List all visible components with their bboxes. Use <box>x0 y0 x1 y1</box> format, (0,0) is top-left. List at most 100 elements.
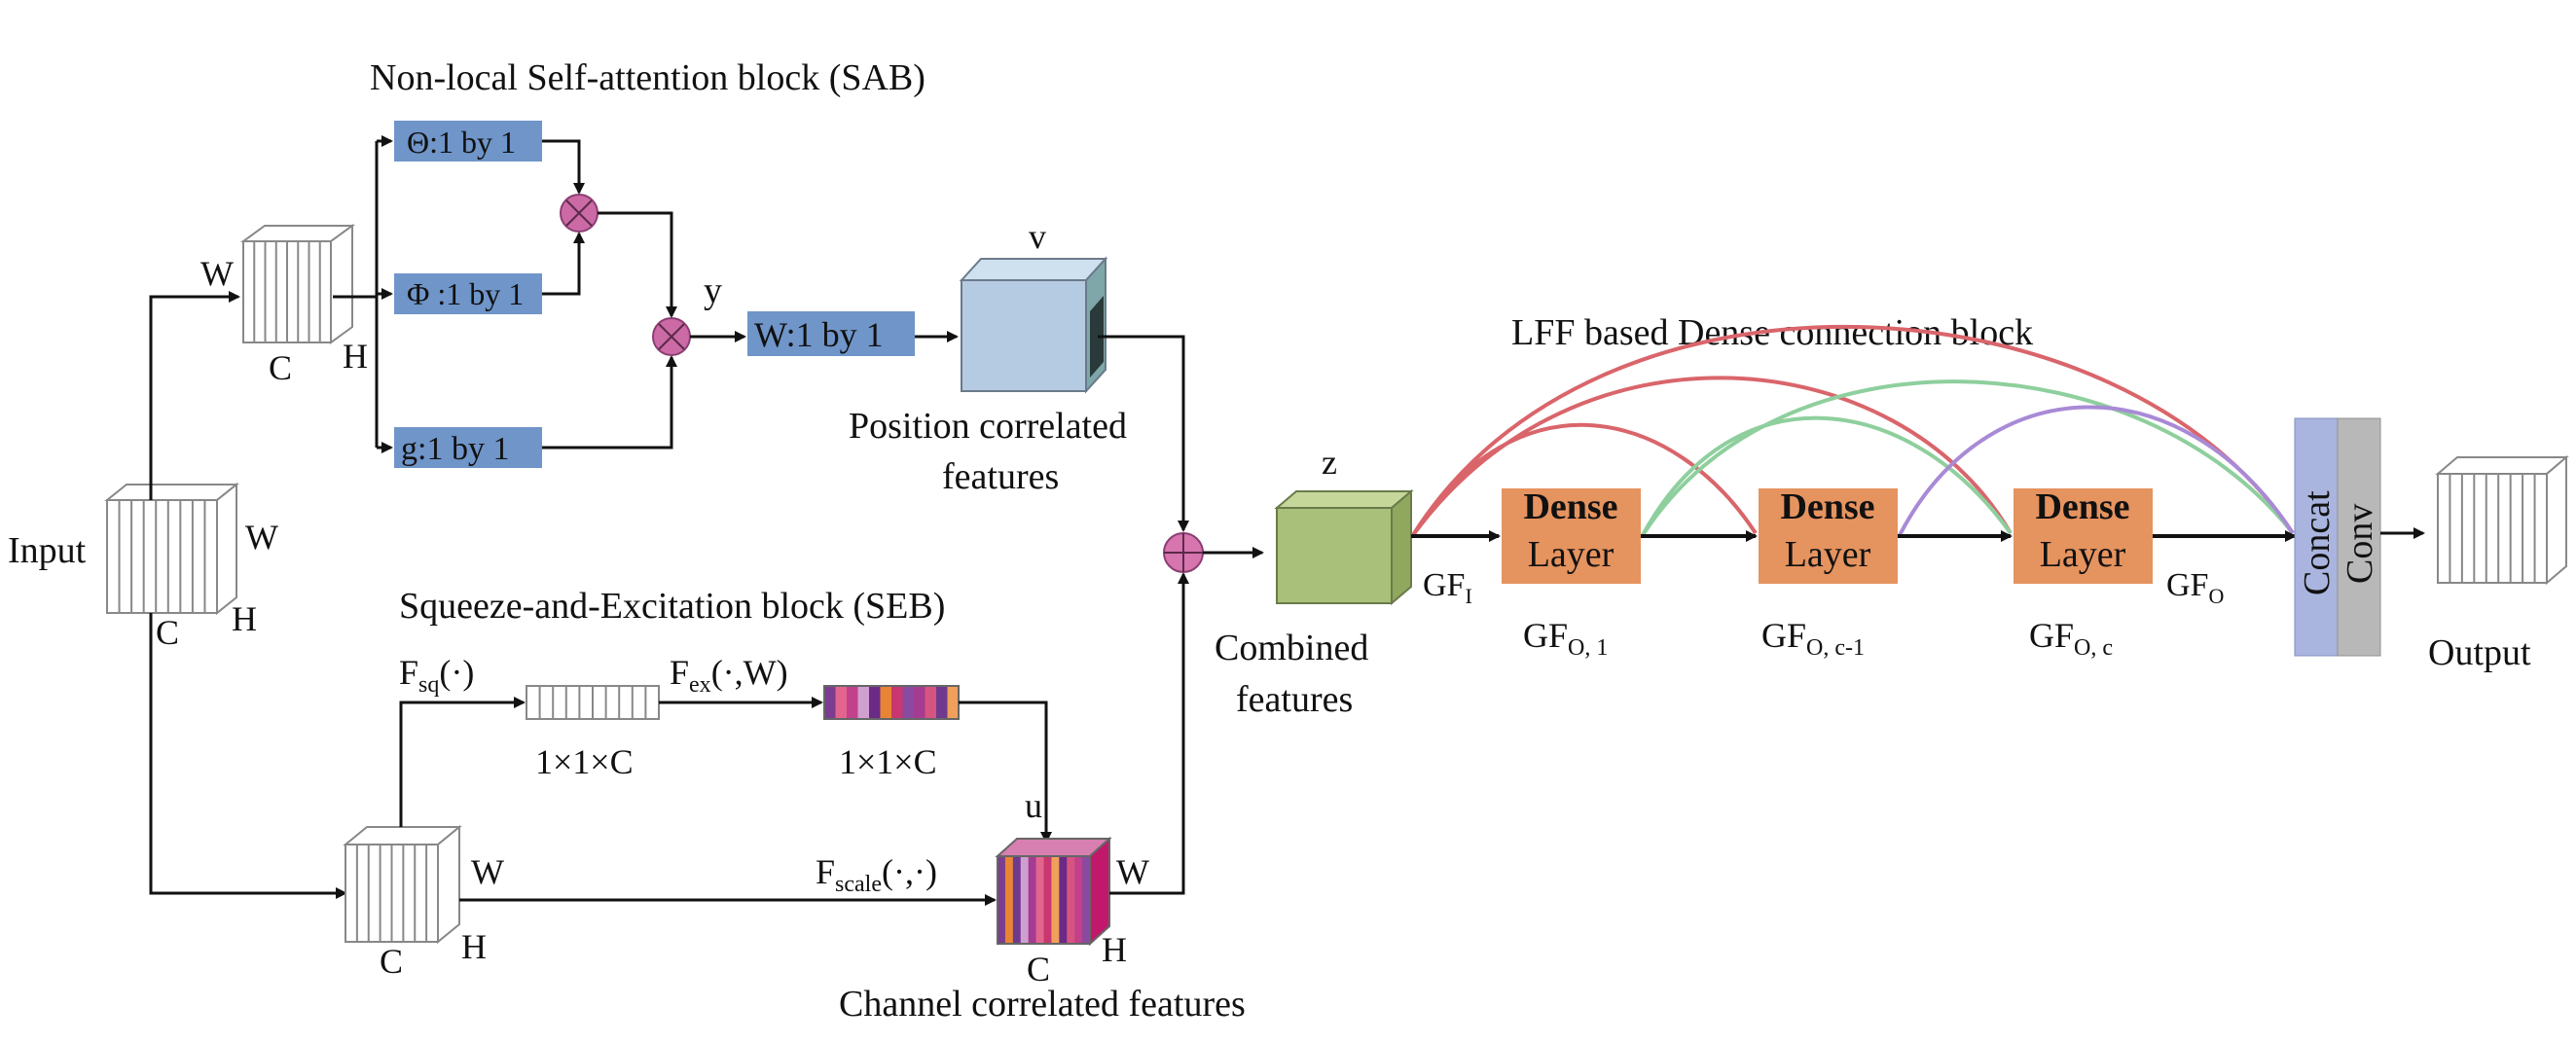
multiply-icon <box>560 194 599 233</box>
excitation-stripe <box>947 686 960 719</box>
combined-features-line1: Combined <box>1215 628 1368 668</box>
theta-to-mult-arrow <box>542 139 585 195</box>
dense-layer-1-sub: Layer <box>1528 534 1615 575</box>
phi-to-mult-arrow <box>542 232 585 296</box>
excitation-vector <box>823 685 960 720</box>
seb-cube-dim-w: W <box>471 852 504 891</box>
dense-layer-1: Dense Layer <box>1502 486 1641 584</box>
concat-box <box>2294 417 2339 657</box>
u-cube-stripe <box>1067 856 1075 944</box>
skip-arc <box>1411 376 2013 537</box>
input-dim-c: C <box>156 613 179 652</box>
excitation-stripe <box>880 686 892 719</box>
excitation-stripe <box>902 686 915 719</box>
u-cube-stripe <box>1004 856 1014 944</box>
gf-out-label: GFO <box>2166 567 2224 608</box>
u-dim-h: H <box>1102 930 1127 969</box>
u-cube-stripe <box>1028 856 1037 944</box>
v-label: v <box>1029 217 1046 256</box>
u-cube-stripe <box>1012 856 1022 944</box>
u-cube-stripe <box>1059 856 1068 944</box>
g-to-mult2-arrow <box>542 355 677 450</box>
u-cube-stripe <box>998 856 1006 944</box>
excitation-stripe <box>869 686 881 719</box>
u-cube-stripe <box>1051 856 1060 944</box>
gf-o1-label: GFO, 1 <box>1523 616 1608 661</box>
v-feature-cube <box>959 256 1108 394</box>
squeeze-arrow <box>399 697 526 827</box>
f-scale-label: Fscale(·,·) <box>816 852 937 897</box>
seb-title: Squeeze-and-Excitation block (SEB) <box>399 586 945 627</box>
excitation-stripe <box>835 686 848 719</box>
combined-features-line2: features <box>1236 679 1353 720</box>
u-dim-w: W <box>1116 852 1149 891</box>
u-cube-stripe <box>1043 856 1052 944</box>
squeeze-dim-label: 1×1×C <box>535 742 634 781</box>
input-to-seb-arrow <box>149 613 347 899</box>
dense-skip-connections <box>1411 324 2295 537</box>
skip-arc <box>1898 405 2295 536</box>
channel-features-label: Channel correlated features <box>839 984 1246 1025</box>
seb-feature-cube <box>343 824 462 945</box>
dense-layer-3-title: Dense <box>2035 486 2129 527</box>
input-dim-w: W <box>245 518 278 557</box>
output-cube <box>2435 454 2569 586</box>
u-cube-front <box>997 855 1091 945</box>
mult1-to-mult2-arrow <box>598 211 677 318</box>
seb-cube-dim-c: C <box>380 942 403 981</box>
z-label: z <box>1322 443 1337 482</box>
v-to-plus-arrow <box>1098 335 1189 532</box>
skip-arc <box>1641 415 2013 536</box>
y-label: y <box>704 270 722 311</box>
dense-layer-2: Dense Layer <box>1759 486 1898 584</box>
w-conv-box <box>747 311 915 356</box>
concat-label: Concat <box>2297 490 2338 595</box>
u-cube-stripe <box>1074 856 1083 944</box>
u-to-plus-arrow <box>1109 572 1189 895</box>
output-label: Output <box>2428 632 2531 673</box>
lff-title: LFF based Dense connection block <box>1511 312 2033 353</box>
sab-title: Non-local Self-attention block (SAB) <box>370 57 925 98</box>
input-cube <box>104 482 239 616</box>
g-conv-label: g:1 by 1 <box>401 431 509 467</box>
input-to-sab-arrow <box>149 291 240 500</box>
theta-conv-label: Θ:1 by 1 <box>407 125 516 160</box>
u-cube-stripe <box>1035 856 1044 944</box>
seb-cube-dim-h: H <box>461 927 487 966</box>
u-cube-stripe <box>1020 856 1030 944</box>
skip-arc <box>1411 422 1758 537</box>
u-label: u <box>1025 786 1042 825</box>
excitation-dim-label: 1×1×C <box>839 742 937 781</box>
gf-in-label: GFI <box>1423 567 1472 608</box>
skip-arc <box>1411 324 2295 537</box>
w-conv-label: W:1 by 1 <box>754 315 884 354</box>
dense-layer-2-title: Dense <box>1780 486 1874 527</box>
u-feature-cube <box>995 836 1112 947</box>
z-feature-cube <box>1274 488 1414 606</box>
g-conv-box <box>394 427 542 468</box>
gf-oc-label: GFO, c <box>2029 616 2113 661</box>
sab-feature-cube <box>239 224 356 344</box>
gf-oc1-label: GFO, c-1 <box>1761 616 1865 661</box>
u-dim-c: C <box>1027 950 1050 989</box>
conv-label: Conv <box>2340 504 2380 584</box>
plus-icon <box>1163 532 1204 573</box>
sab-cube-dim-h: H <box>343 337 368 376</box>
excitation-stripe <box>914 686 925 719</box>
dense-layer-2-sub: Layer <box>1785 534 1871 575</box>
excitation-stripe <box>857 686 870 719</box>
excitation-stripe <box>891 686 903 719</box>
excitation-stripe <box>824 686 836 719</box>
input-label: Input <box>8 530 87 571</box>
excitation-to-u-arrow <box>959 701 1052 844</box>
f-ex-label: Fex(·,W) <box>670 653 788 698</box>
squeeze-vector <box>526 685 660 720</box>
conv-box <box>2337 417 2381 657</box>
theta-conv-box <box>394 121 542 162</box>
excitation-stripe <box>925 686 937 719</box>
u-cube-stripe <box>1082 856 1091 944</box>
u-cube-side <box>1089 836 1110 947</box>
position-features-line1: Position correlated <box>849 406 1127 447</box>
f-sq-label: Fsq(·) <box>399 653 474 698</box>
